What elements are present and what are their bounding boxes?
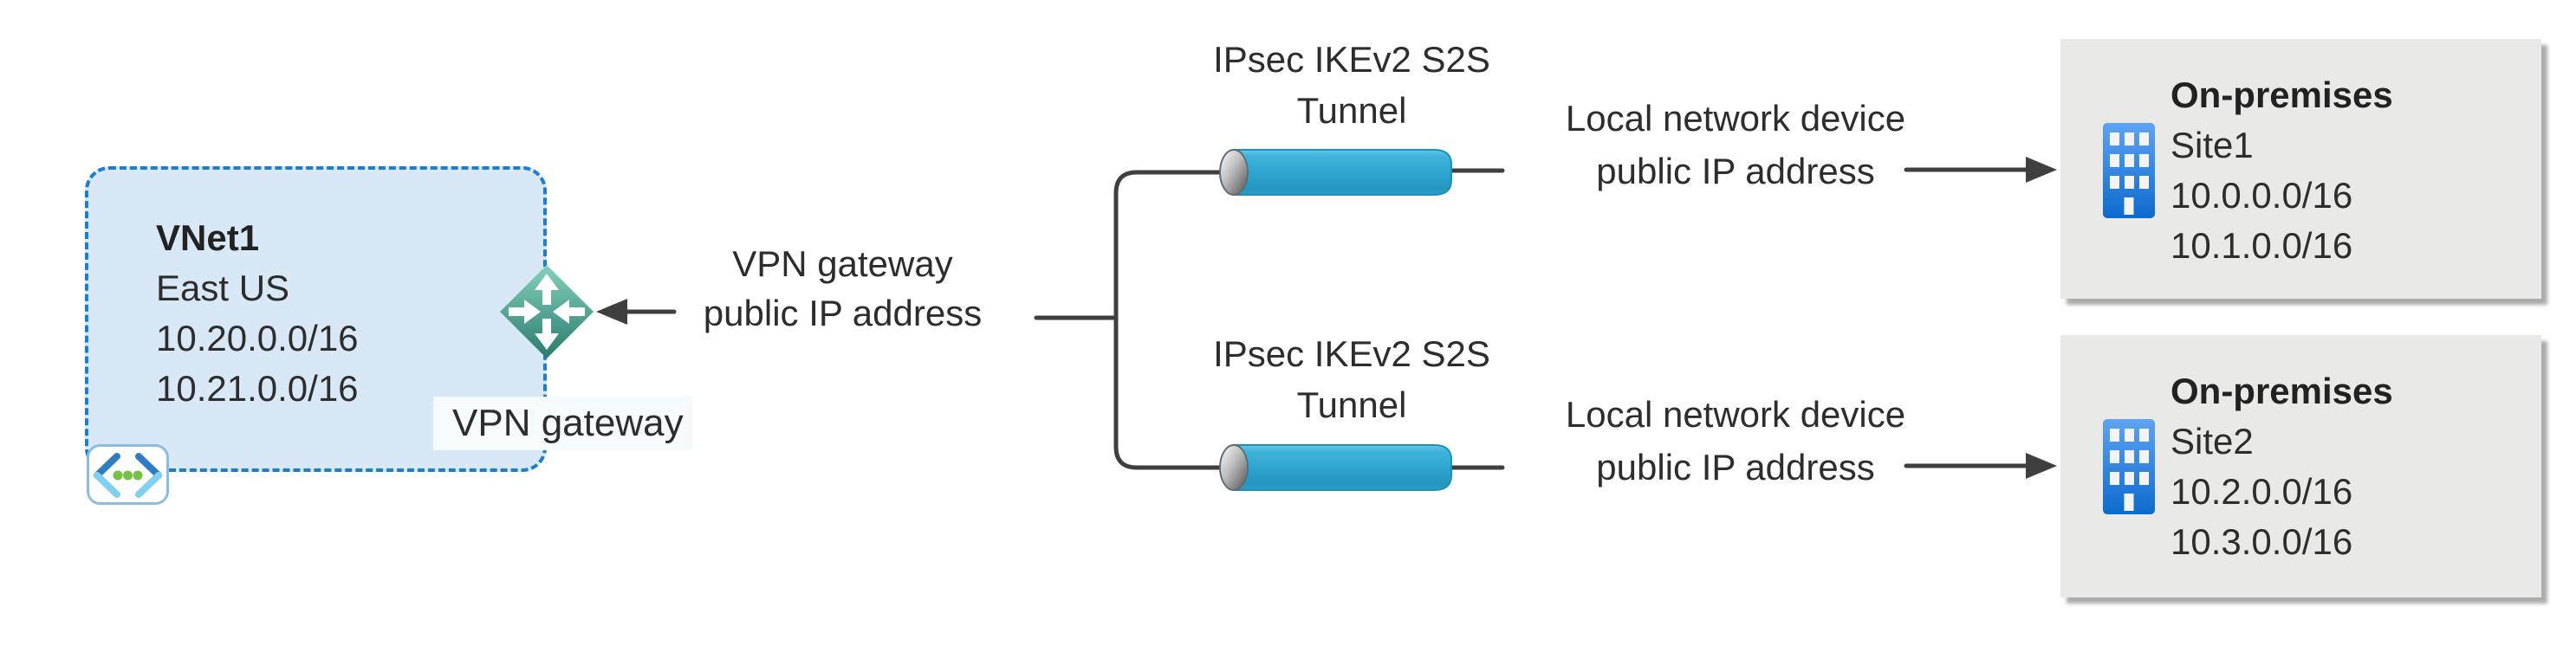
site1-title: On-premises	[2170, 74, 2393, 115]
tunnel-pipe-icon-bottom	[1219, 444, 1452, 491]
vnet-name: VNet1	[156, 217, 260, 258]
site2-title: On-premises	[2170, 371, 2393, 411]
tunnel-top-line2: Tunnel	[1296, 90, 1407, 131]
arrow-down	[535, 319, 559, 350]
site2-address-space-2: 10.3.0.0/16	[2170, 521, 2353, 562]
arrow-right-inward	[509, 300, 541, 324]
trunk-branch-line	[1113, 170, 1223, 470]
site1-arrowhead	[2026, 157, 2057, 183]
vpn-gateway-label: VPN gateway	[433, 397, 692, 450]
gateway-arrowhead	[596, 299, 627, 325]
arrow-left-inward	[553, 300, 585, 324]
tunnel-label-bottom: IPsec IKEv2 S2S Tunnel	[1178, 328, 1525, 430]
device-ip-label-top: Local network device public IP address	[1522, 92, 1949, 197]
tunnel-pipe-icon-top	[1219, 149, 1452, 196]
vnet-address-space-2: 10.21.0.0/16	[156, 368, 359, 409]
arrow-up	[535, 274, 559, 305]
vnet-address-space-1: 10.20.0.0/16	[156, 318, 359, 358]
site2-box: On-premises Site2 10.2.0.0/16 10.3.0.0/1…	[2060, 335, 2541, 597]
gateway-public-ip-label: VPN gateway public IP address	[667, 239, 1018, 338]
office-building-icon	[2103, 419, 2155, 514]
site2-address-space-1: 10.2.0.0/16	[2170, 471, 2353, 512]
device-ip-top-line2: public IP address	[1596, 151, 1875, 191]
site1-box: On-premises Site1 10.0.0.0/16 10.1.0.0/1…	[2060, 39, 2541, 299]
site1-address-space-2: 10.1.0.0/16	[2170, 225, 2353, 266]
virtual-network-icon	[87, 444, 169, 505]
office-building-icon	[2103, 123, 2155, 218]
gateway-public-ip-line2: public IP address	[703, 293, 983, 333]
vpn-gateway-diamond-icon	[500, 265, 594, 358]
site2-text-block: On-premises Site2 10.2.0.0/16 10.3.0.0/1…	[2170, 366, 2393, 567]
tunnel-bottom-line2: Tunnel	[1296, 384, 1407, 425]
site2-arrowhead	[2026, 453, 2057, 479]
tunnel-bottom-line1: IPsec IKEv2 S2S	[1213, 333, 1490, 374]
device-ip-bottom-line2: public IP address	[1596, 447, 1875, 487]
gateway-public-ip-line1: VPN gateway	[732, 243, 953, 284]
device-ip-label-bottom: Local network device public IP address	[1522, 388, 1949, 494]
site1-name: Site1	[2170, 125, 2254, 165]
vnet-text-block: VNet1 East US 10.20.0.0/16 10.21.0.0/16	[156, 213, 359, 414]
tunnel-top-line1: IPsec IKEv2 S2S	[1213, 39, 1490, 80]
site1-address-space-1: 10.0.0.0/16	[2170, 175, 2353, 216]
site1-text-block: On-premises Site1 10.0.0.0/16 10.1.0.0/1…	[2170, 70, 2393, 271]
site2-name: Site2	[2170, 421, 2254, 462]
vnet-region: East US	[156, 268, 290, 308]
device-ip-bottom-line1: Local network device	[1565, 394, 1906, 435]
tunnel-label-top: IPsec IKEv2 S2S Tunnel	[1178, 34, 1525, 136]
device-ip-top-line1: Local network device	[1565, 98, 1906, 139]
